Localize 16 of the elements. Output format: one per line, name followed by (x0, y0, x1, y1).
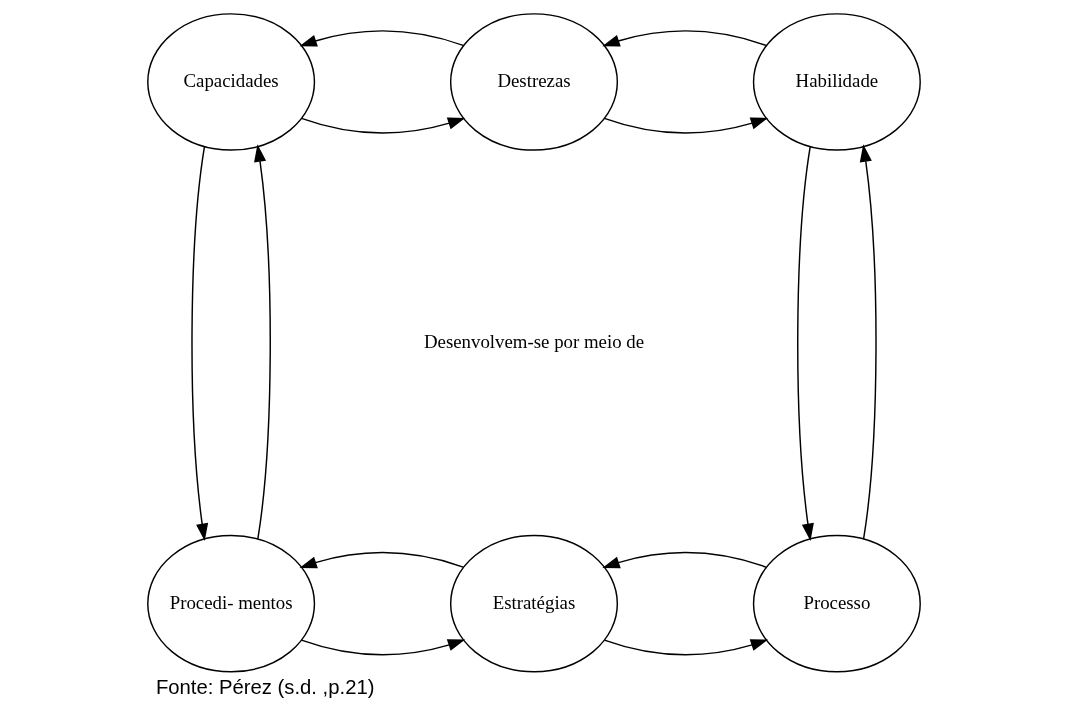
arrow (859, 144, 877, 540)
arrow (603, 639, 769, 656)
arrow (254, 144, 271, 540)
arrow (300, 639, 466, 656)
arrow (602, 30, 767, 47)
arrow (299, 30, 464, 47)
caption: Fonte: Pérez (s.d. ,p.21) (155, 675, 375, 698)
arrow (602, 551, 767, 569)
node-ellipse: Habilidade (752, 13, 921, 151)
arrow (299, 551, 464, 569)
label: Desenvolvem-se por meio de (423, 330, 645, 352)
arrow (603, 117, 769, 134)
arrow (191, 145, 209, 541)
arrow (797, 145, 814, 541)
arrow (300, 117, 466, 134)
node-ellipse: Processo (752, 534, 921, 673)
